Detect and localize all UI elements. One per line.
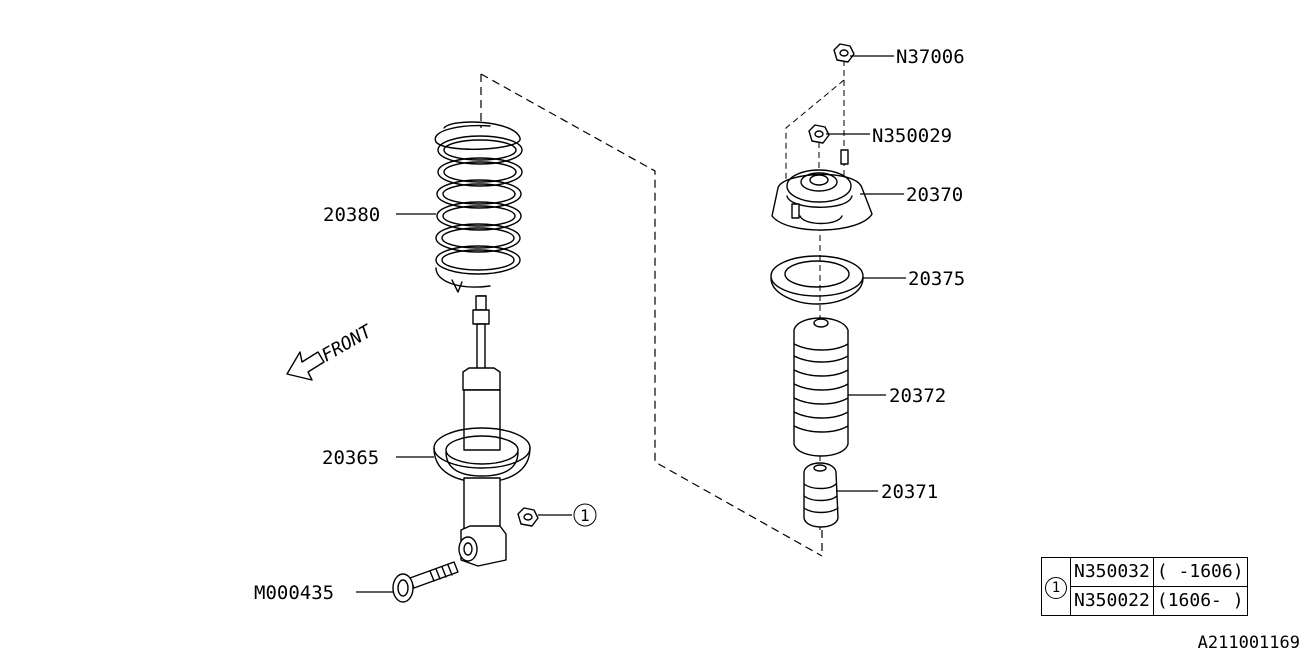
legend-ref-cell: 1 <box>1041 557 1071 616</box>
legend-part-number: N350022 <box>1070 586 1154 616</box>
leader-lines <box>356 55 906 593</box>
legend-row: N350022 (1606- ) <box>1042 586 1248 616</box>
legend-table: 1 N350032 ( -1606) N350022 (1606- ) <box>1041 557 1248 616</box>
label-dust-boot: 20372 <box>889 385 946 407</box>
ref-callout-circle: 1 <box>573 503 597 527</box>
legend-row: 1 N350032 ( -1606) <box>1041 557 1248 616</box>
label-strut: 20365 <box>322 447 379 469</box>
strut-assembly <box>433 295 531 567</box>
label-bolt: M000435 <box>254 582 334 604</box>
dust-boot <box>793 317 849 457</box>
legend-range: ( -1606) <box>1152 557 1248 587</box>
spring-seat <box>770 255 864 305</box>
mount-nut <box>808 124 830 144</box>
bolt <box>392 561 459 603</box>
label-top-nut: N37006 <box>896 46 965 68</box>
front-direction-arrow: FRONT <box>286 320 376 381</box>
bump-stop <box>803 462 839 528</box>
label-strut-mount: 20370 <box>906 184 963 206</box>
legend-part-number: N350032 <box>1070 557 1154 587</box>
coil-spring <box>434 121 523 293</box>
label-mount-nut: N350029 <box>872 125 952 147</box>
assembly-guide-lines <box>480 60 845 557</box>
nut-callout-1 <box>517 507 539 527</box>
strut-mount <box>771 149 873 231</box>
front-label: FRONT <box>318 320 376 366</box>
legend-ref-circle: 1 <box>1045 576 1067 599</box>
label-spring-seat: 20375 <box>908 268 965 290</box>
top-nut <box>833 43 855 63</box>
label-bump-stop: 20371 <box>881 481 938 503</box>
ref-callout-number: 1 <box>580 506 590 525</box>
diagram-id: A211001169 <box>1197 633 1300 653</box>
legend-range: (1606- ) <box>1152 586 1248 616</box>
label-coil-spring: 20380 <box>323 204 380 226</box>
